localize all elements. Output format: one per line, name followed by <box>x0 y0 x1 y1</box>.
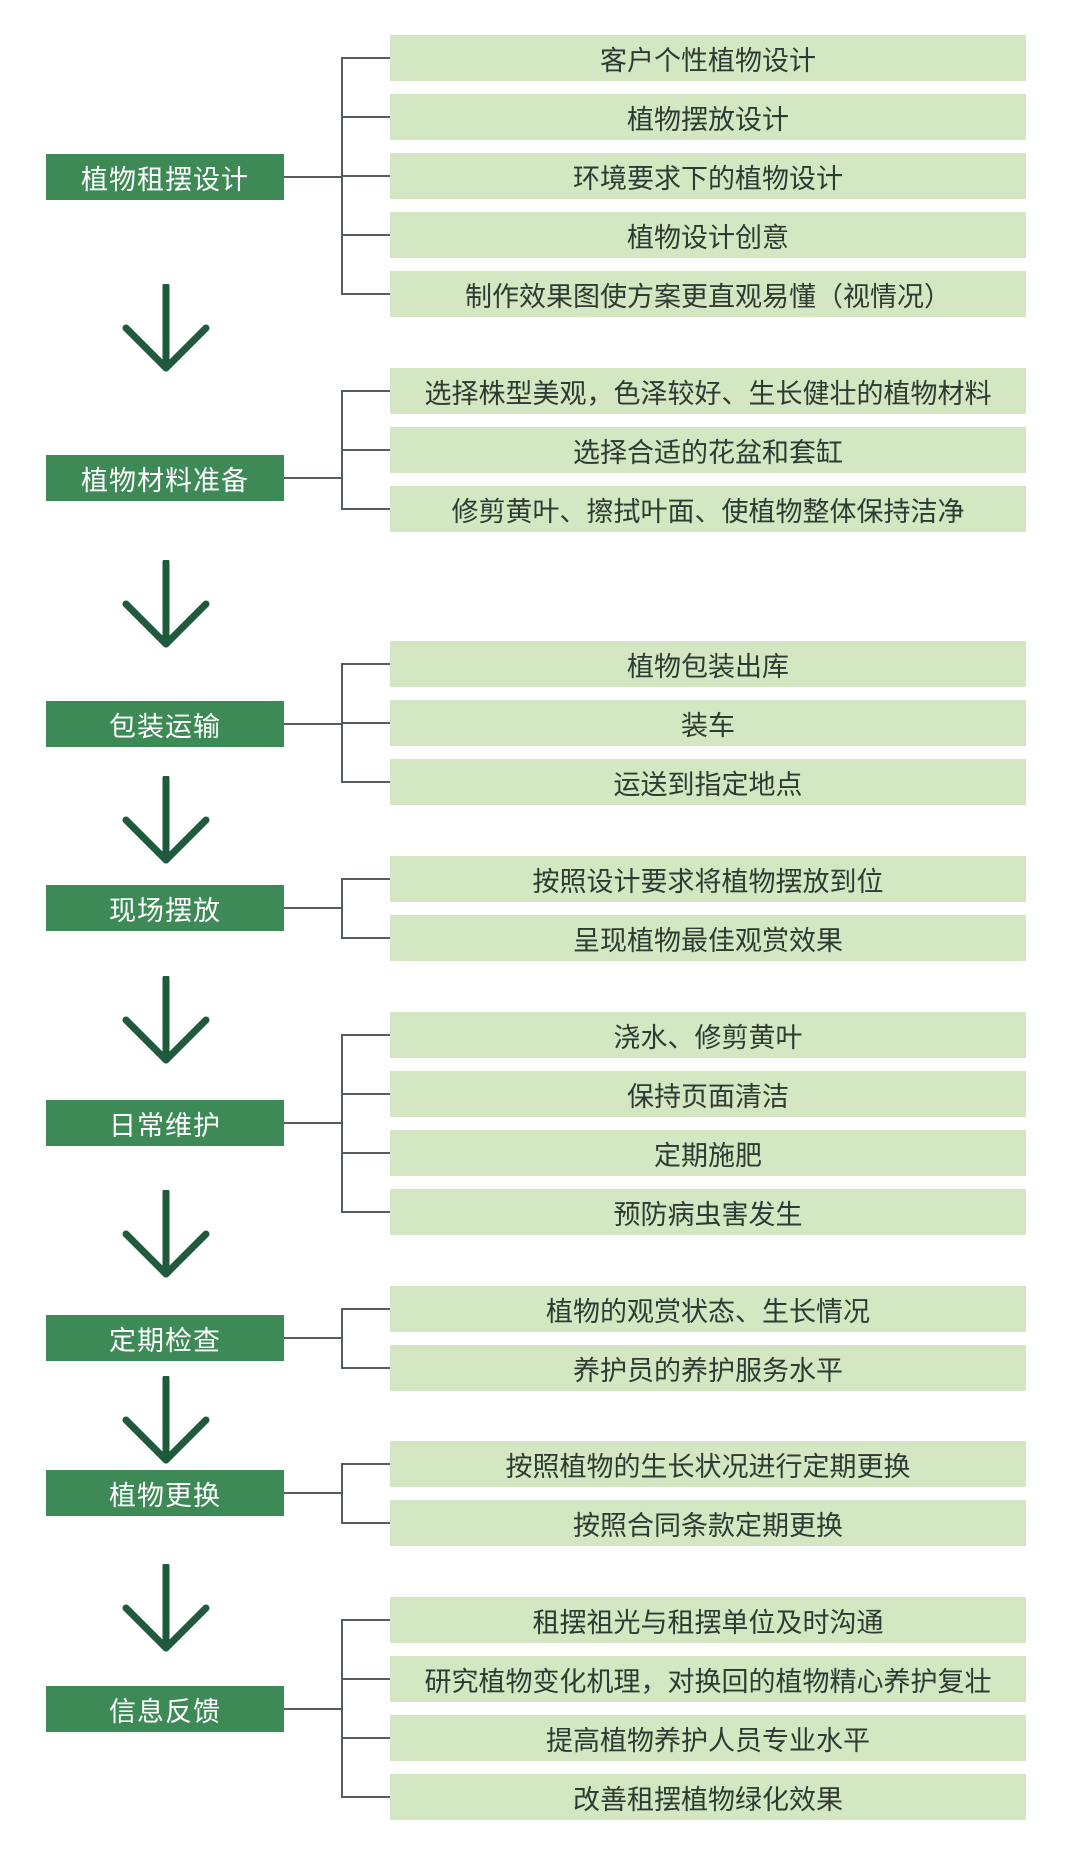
step-item: 按照植物的生长状况进行定期更换 <box>390 1441 1026 1487</box>
connector-tick <box>341 234 390 236</box>
connector-tick <box>341 1211 390 1213</box>
step-item: 植物摆放设计 <box>390 94 1026 140</box>
connector-tick <box>341 1522 390 1524</box>
connector-line <box>284 1492 341 1494</box>
step-item: 改善租摆植物绿化效果 <box>390 1774 1026 1820</box>
step-item: 保持页面清洁 <box>390 1071 1026 1117</box>
step-item: 环境要求下的植物设计 <box>390 153 1026 199</box>
connector-tick <box>341 663 390 665</box>
stage-box: 现场摆放 <box>46 885 284 931</box>
connector-tick <box>341 937 390 939</box>
step-item: 装车 <box>390 700 1026 746</box>
connector-line <box>284 176 341 178</box>
connector-line <box>284 1708 341 1710</box>
connector-tick <box>341 1463 390 1465</box>
step-item: 养护员的养护服务水平 <box>390 1345 1026 1391</box>
step-item: 研究植物变化机理，对换回的植物精心养护复壮 <box>390 1656 1026 1702</box>
connector-line <box>284 1122 341 1124</box>
connector-tick <box>341 508 390 510</box>
down-arrow-icon <box>122 776 210 864</box>
down-arrow-icon <box>122 1564 210 1652</box>
step-item: 按照合同条款定期更换 <box>390 1500 1026 1546</box>
bracket-line <box>341 878 343 939</box>
bracket-line <box>341 1619 343 1798</box>
bracket-line <box>341 1034 343 1213</box>
connector-line <box>284 723 341 725</box>
step-item: 租摆祖光与租摆单位及时沟通 <box>390 1597 1026 1643</box>
step-item: 修剪黄叶、擦拭叶面、使植物整体保持洁净 <box>390 486 1026 532</box>
step-item: 客户个性植物设计 <box>390 35 1026 81</box>
connector-tick <box>341 116 390 118</box>
connector-tick <box>341 1093 390 1095</box>
step-item: 提高植物养护人员专业水平 <box>390 1715 1026 1761</box>
stage-box: 包装运输 <box>46 701 284 747</box>
step-item: 制作效果图使方案更直观易懂（视情况） <box>390 271 1026 317</box>
connector-line <box>284 477 341 479</box>
down-arrow-icon <box>122 976 210 1064</box>
connector-tick <box>341 1737 390 1739</box>
connector-tick <box>341 293 390 295</box>
connector-tick <box>341 878 390 880</box>
down-arrow-icon <box>122 1376 210 1464</box>
stage-box: 信息反馈 <box>46 1686 284 1732</box>
down-arrow-icon <box>122 1190 210 1278</box>
connector-line <box>284 1337 341 1339</box>
stage-box: 定期检查 <box>46 1315 284 1361</box>
connector-tick <box>341 1796 390 1798</box>
connector-tick <box>341 1152 390 1154</box>
connector-tick <box>341 722 390 724</box>
stage-box: 植物租摆设计 <box>46 154 284 200</box>
stage-box: 植物更换 <box>46 1470 284 1516</box>
bracket-line <box>341 1308 343 1369</box>
step-item: 植物的观赏状态、生长情况 <box>390 1286 1026 1332</box>
step-item: 植物包装出库 <box>390 641 1026 687</box>
connector-line <box>284 907 341 909</box>
down-arrow-icon <box>122 284 210 372</box>
connector-tick <box>341 57 390 59</box>
step-item: 预防病虫害发生 <box>390 1189 1026 1235</box>
down-arrow-icon <box>122 560 210 648</box>
step-item: 呈现植物最佳观赏效果 <box>390 915 1026 961</box>
connector-tick <box>341 1678 390 1680</box>
step-item: 选择株型美观，色泽较好、生长健壮的植物材料 <box>390 368 1026 414</box>
connector-tick <box>341 390 390 392</box>
step-item: 浇水、修剪黄叶 <box>390 1012 1026 1058</box>
step-item: 植物设计创意 <box>390 212 1026 258</box>
connector-tick <box>341 1308 390 1310</box>
stage-box: 日常维护 <box>46 1100 284 1146</box>
step-item: 运送到指定地点 <box>390 759 1026 805</box>
connector-tick <box>341 1034 390 1036</box>
step-item: 选择合适的花盆和套缸 <box>390 427 1026 473</box>
connector-tick <box>341 1619 390 1621</box>
connector-tick <box>341 449 390 451</box>
bracket-line <box>341 1463 343 1524</box>
step-item: 按照设计要求将植物摆放到位 <box>390 856 1026 902</box>
connector-tick <box>341 781 390 783</box>
step-item: 定期施肥 <box>390 1130 1026 1176</box>
connector-tick <box>341 1367 390 1369</box>
stage-box: 植物材料准备 <box>46 455 284 501</box>
connector-tick <box>341 175 390 177</box>
